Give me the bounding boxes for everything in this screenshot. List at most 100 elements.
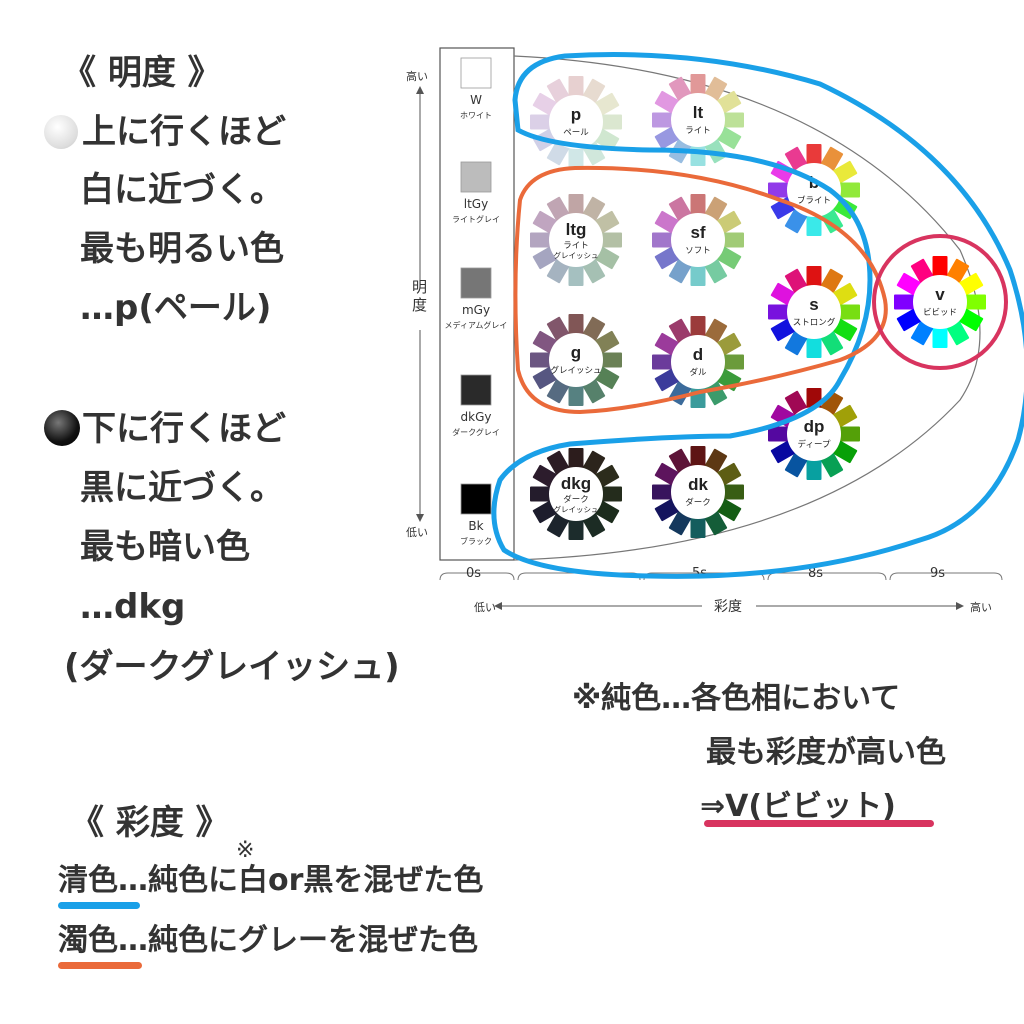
hue-chip (806, 266, 822, 286)
hue-chip (724, 354, 744, 370)
tone-center (549, 333, 603, 387)
tone-code: s (809, 295, 818, 314)
hue-chip (770, 282, 795, 306)
muddy-color-rest: …純色にグレーを混ぜた色 (118, 923, 478, 958)
hue-chip (946, 258, 970, 283)
tone-code: v (935, 285, 945, 304)
hue-chip (784, 209, 808, 234)
hue-chip (910, 321, 934, 346)
hue-chip (959, 308, 984, 332)
tone-name: ダーク (563, 494, 589, 505)
hue-chip (896, 272, 921, 296)
hue-chip (690, 194, 706, 214)
tone-code: g (571, 343, 581, 362)
hue-chip (946, 321, 970, 346)
hue-chip (820, 146, 844, 171)
gray-code: Bk (468, 519, 483, 533)
sat-tick-9: 9s (930, 566, 945, 581)
hue-chip (820, 390, 844, 415)
black-circle-icon (44, 410, 80, 446)
gray-swatch-box (460, 267, 492, 299)
hue-chip (840, 426, 860, 442)
brightness-up-line-4: …p(ペール) (80, 288, 272, 328)
hue-chip (894, 294, 914, 310)
hue-chip (717, 246, 742, 270)
hue-chip (582, 450, 606, 475)
hue-chip (568, 194, 584, 214)
brightness-high-label: 高い (406, 69, 428, 83)
hue-chip (546, 513, 570, 538)
gray-name: ホワイト (460, 111, 492, 120)
tone-wheel-g: g グレイッシュ (530, 314, 622, 406)
hue-chip (595, 330, 620, 354)
hue-chip (546, 141, 570, 166)
hue-chip (770, 440, 795, 464)
hue-chip (724, 232, 744, 248)
gray-code: mGy (462, 303, 490, 317)
hue-chip (668, 448, 692, 473)
brightness-axis: 高い 低い 明度 (406, 69, 428, 539)
hue-chip (896, 308, 921, 332)
hue-chip (724, 484, 744, 500)
achromatic-column: WホワイトltGyライトグレイmGyメディアムグレイdkGyダークグレイBkブラ… (439, 47, 515, 561)
hue-chip (582, 196, 606, 221)
saturation-high-label: 高い (970, 600, 992, 614)
hue-chip (654, 498, 679, 522)
tone-name: ブライト (797, 195, 831, 206)
hue-chip (654, 368, 679, 392)
hue-chip (532, 92, 557, 116)
hue-chip (966, 294, 986, 310)
saturation-low-label: 低い (474, 601, 496, 614)
hue-chip (768, 304, 788, 320)
tone-name: グレイッシュ (550, 365, 601, 376)
hue-chip (690, 74, 706, 94)
tone-center (549, 467, 603, 521)
pure-note-line-1: ※純色…各色相において (572, 681, 901, 716)
tone-code: dk (688, 475, 708, 494)
gray-name: ライトグレイ (452, 214, 500, 224)
white-circle-icon (44, 115, 78, 149)
tone-center (549, 95, 603, 149)
gray-code: dkGy (461, 410, 492, 424)
brightness-down-line-3: 最も暗い色 (80, 527, 250, 567)
brightness-low-label: 低い (406, 526, 428, 539)
hue-chip (784, 331, 808, 356)
hue-chip (595, 500, 620, 524)
hue-chip (724, 112, 744, 128)
tone-name: ディープ (798, 439, 831, 450)
hue-chip (546, 450, 570, 475)
hue-chip (582, 316, 606, 341)
clear-color-line: 清色…純色に白or黒を混ぜた色 (58, 866, 483, 896)
hue-chip (654, 90, 679, 114)
hue-chip (717, 332, 742, 356)
hue-chip (704, 318, 728, 343)
hue-chip (833, 404, 858, 428)
vivid-underline (704, 820, 934, 827)
hue-chip (652, 112, 672, 128)
hue-chip (602, 114, 622, 130)
hue-chip (654, 462, 679, 486)
gray-swatch-box (460, 57, 492, 89)
hue-chip (833, 160, 858, 184)
hue-chip (820, 268, 844, 293)
group-outlines (491, 52, 1024, 579)
tone-name: ライト (685, 126, 711, 136)
hue-chip (806, 338, 822, 358)
hue-chip (530, 486, 550, 502)
hue-chip (568, 148, 584, 168)
hue-chip (784, 268, 808, 293)
hue-chip (910, 258, 934, 283)
tone-name: ビビッド (923, 308, 957, 318)
hue-chip (652, 354, 672, 370)
hue-chip (546, 379, 570, 404)
hue-chip (690, 266, 706, 286)
hue-chip (768, 182, 788, 198)
hue-chip (833, 282, 858, 306)
hue-chip (532, 366, 557, 390)
clear-color-underline (58, 902, 140, 909)
